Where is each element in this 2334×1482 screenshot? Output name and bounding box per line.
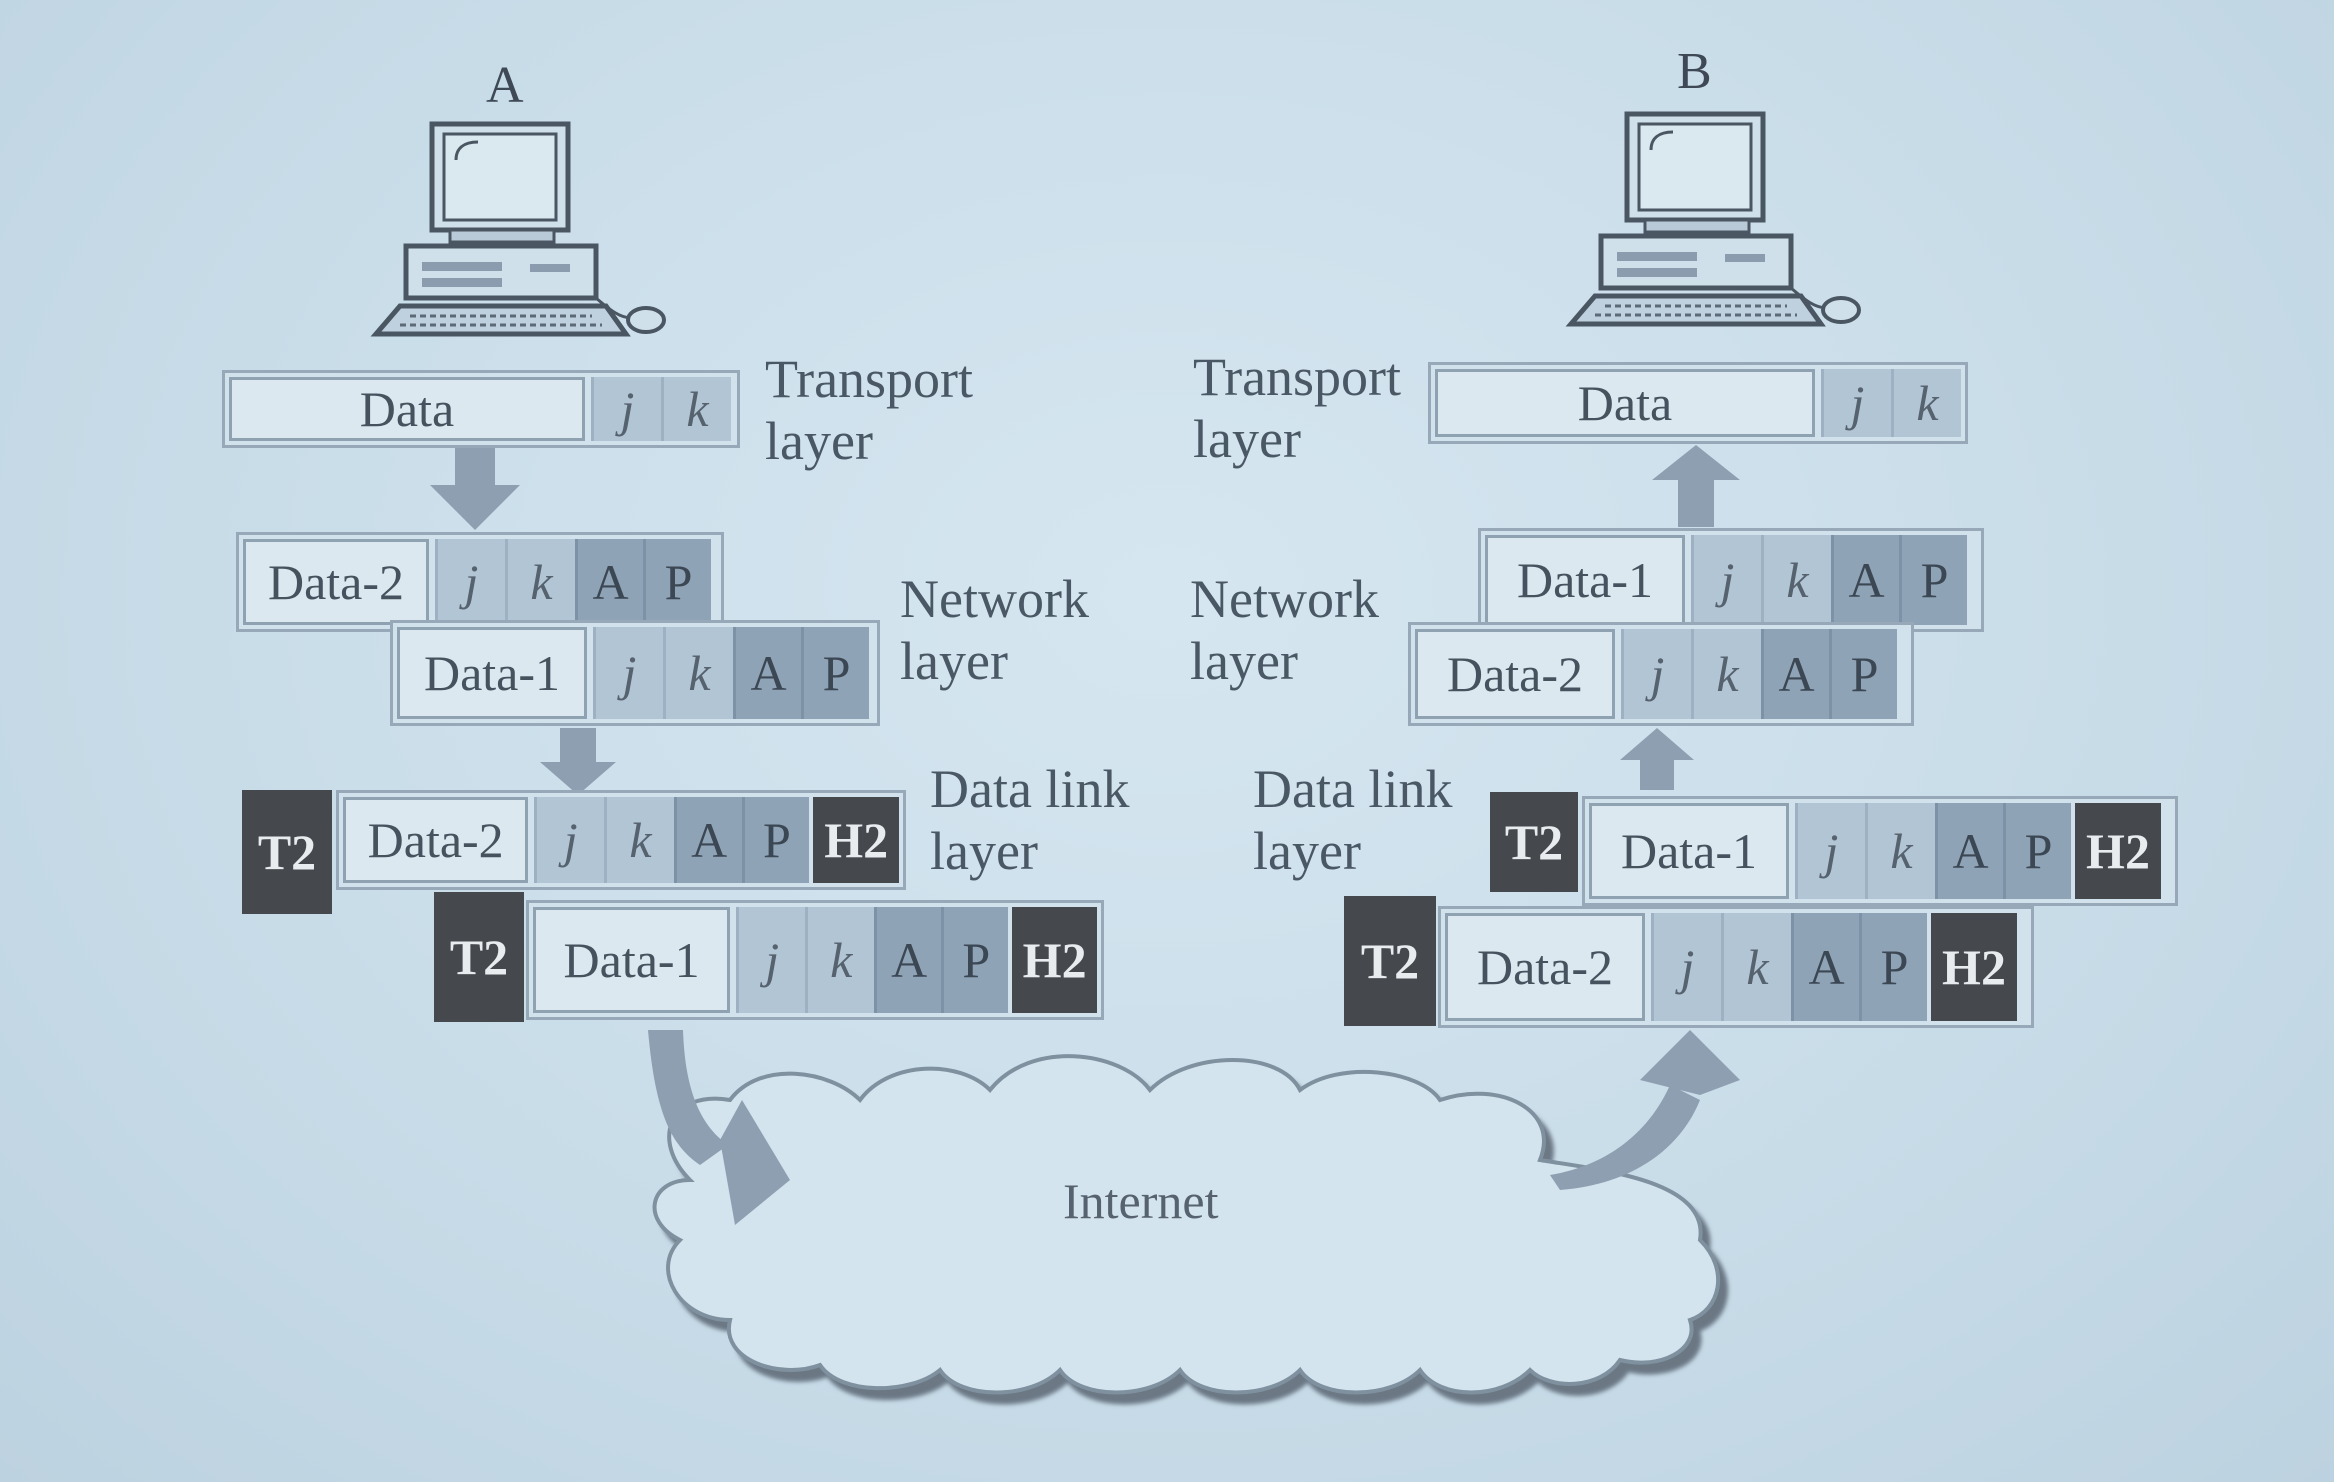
- computer-icon: [1565, 111, 1861, 327]
- payload-cell: Data-2: [1445, 913, 1645, 1021]
- address-cell-p: P: [2003, 803, 2071, 899]
- label-line: Data link: [930, 759, 1130, 819]
- header-cell-h2: H2: [1931, 913, 2017, 1021]
- network-packet-data1-a: Data-1 j k A P: [390, 620, 880, 726]
- address-cell-p: P: [1829, 629, 1897, 719]
- payload-cell: Data-1: [1485, 535, 1685, 625]
- internet-cloud: [652, 1054, 1720, 1395]
- label-network-layer-b: Network layer: [1190, 568, 1379, 692]
- label-line: layer: [1190, 631, 1298, 691]
- transport-segment-a: Data j k: [222, 370, 740, 448]
- port-cell-k: k: [1865, 803, 1935, 899]
- address-cell-a: A: [1761, 629, 1829, 719]
- port-cell-k: k: [663, 627, 733, 719]
- label-line: layer: [765, 411, 873, 471]
- payload-cell: Data: [229, 377, 585, 441]
- label-line: layer: [900, 631, 1008, 691]
- computer-icon: [370, 121, 666, 337]
- port-cell-k: k: [604, 797, 674, 883]
- port-cell-k: k: [1891, 369, 1961, 437]
- payload-cell: Data-2: [243, 539, 429, 625]
- port-cell-k: k: [1721, 913, 1791, 1021]
- port-cell-j: j: [1691, 535, 1761, 625]
- address-cell-a: A: [1791, 913, 1859, 1021]
- port-cell-k: k: [1761, 535, 1831, 625]
- address-cell-a: A: [575, 539, 643, 625]
- datalink-frame-data2-a: Data-2 j k A P H2: [336, 790, 906, 890]
- label-line: layer: [1193, 409, 1301, 469]
- address-cell-a: A: [1831, 535, 1899, 625]
- label-line: Network: [1190, 569, 1379, 629]
- label-line: Data link: [1253, 759, 1453, 819]
- datalink-frame-data1-b: Data-1 j k A P H2: [1582, 796, 2178, 906]
- header-cell-h2: H2: [1012, 907, 1097, 1013]
- network-packet-data2-a: Data-2 j k A P: [236, 532, 724, 632]
- label-line: Network: [900, 569, 1089, 629]
- label-transport-layer-b: Transport layer: [1193, 346, 1401, 470]
- arrow-down-a2: [540, 728, 616, 795]
- port-cell-j: j: [736, 907, 806, 1013]
- trailer-cell-t2: T2: [242, 790, 332, 914]
- host-a-label: A: [486, 57, 524, 114]
- host-b-label: B: [1677, 43, 1712, 100]
- internet-label: Internet: [1063, 1173, 1219, 1229]
- port-cell-k: k: [805, 907, 875, 1013]
- payload-cell: Data-1: [1589, 803, 1789, 899]
- payload-cell: Data-1: [397, 627, 587, 719]
- trailer-cell-t2: T2: [434, 892, 524, 1022]
- arrow-up-b1: [1652, 445, 1740, 527]
- datalink-frame-data2-b: Data-2 j k A P H2: [1438, 906, 2034, 1028]
- port-cell-k: k: [1691, 629, 1761, 719]
- port-cell-j: j: [534, 797, 605, 883]
- header-cell-h2: H2: [813, 797, 899, 883]
- address-cell-p: P: [1859, 913, 1927, 1021]
- port-cell-j: j: [1651, 913, 1721, 1021]
- network-packet-data2-b: Data-2 j k A P: [1408, 622, 1914, 726]
- address-cell-p: P: [741, 797, 810, 883]
- arrow-up-b2: [1620, 728, 1694, 790]
- address-cell-p: P: [643, 539, 711, 625]
- datalink-frame-data1-a: Data-1 j k A P H2: [526, 900, 1104, 1020]
- label-line: layer: [1253, 821, 1361, 881]
- label-network-layer-a: Network layer: [900, 568, 1089, 692]
- port-cell-j: j: [1795, 803, 1865, 899]
- address-cell-a: A: [874, 907, 942, 1013]
- port-cell-j: j: [1621, 629, 1691, 719]
- header-cell-h2: H2: [2075, 803, 2161, 899]
- network-packet-data1-b: Data-1 j k A P: [1478, 528, 1984, 632]
- port-cell-j: j: [593, 627, 663, 719]
- label-line: Transport: [1193, 347, 1402, 407]
- payload-cell: Data-2: [1415, 629, 1615, 719]
- address-cell-p: P: [801, 627, 869, 719]
- arrow-down-a1: [430, 445, 520, 530]
- port-cell-j: j: [435, 539, 505, 625]
- port-cell-j: j: [591, 377, 661, 441]
- label-datalink-layer-b: Data link layer: [1253, 758, 1452, 882]
- port-cell-j: j: [1821, 369, 1891, 437]
- arrow-curve-from-internet: [1550, 1030, 1740, 1190]
- label-datalink-layer-a: Data link layer: [930, 758, 1129, 882]
- payload-cell: Data-1: [533, 907, 731, 1013]
- arrow-curve-to-internet: [648, 1030, 790, 1225]
- port-cell-k: k: [661, 377, 731, 441]
- trailer-cell-t2: T2: [1490, 792, 1578, 892]
- trailer-cell-t2: T2: [1344, 896, 1436, 1026]
- port-cell-k: k: [505, 539, 575, 625]
- address-cell-p: P: [1899, 535, 1967, 625]
- address-cell-a: A: [733, 627, 801, 719]
- address-cell-a: A: [673, 797, 742, 883]
- address-cell-a: A: [1935, 803, 2003, 899]
- label-line: Transport: [765, 349, 974, 409]
- label-transport-layer-a: Transport layer: [765, 348, 973, 472]
- payload-cell: Data: [1435, 369, 1815, 437]
- address-cell-p: P: [941, 907, 1009, 1013]
- label-line: layer: [930, 821, 1038, 881]
- payload-cell: Data-2: [343, 797, 529, 883]
- transport-segment-b: Data j k: [1428, 362, 1968, 444]
